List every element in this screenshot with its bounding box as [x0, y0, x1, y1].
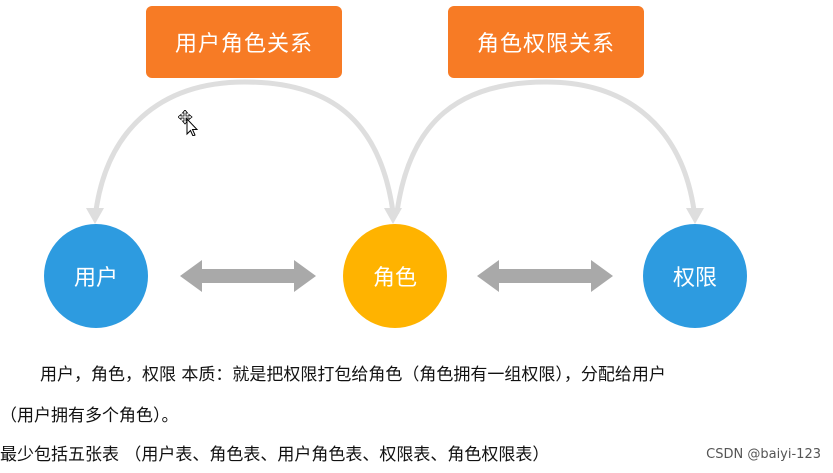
role-node-label: 角色 — [372, 266, 417, 291]
arc-head-user — [86, 208, 104, 224]
csdn-watermark: CSDN @baiyi-123 — [706, 447, 821, 462]
arc-head-permission — [686, 208, 704, 224]
role-node: 角色 — [343, 224, 447, 328]
move-cursor-icon — [178, 110, 199, 136]
arc-role-permission — [394, 79, 698, 221]
user-role-relation-box: 用户角色关系 — [146, 6, 342, 78]
permission-node: 权限 — [643, 224, 747, 328]
double-arrow-role-permission — [477, 260, 613, 292]
double-arrow-user-role — [180, 260, 316, 292]
user-node: 用户 — [44, 224, 148, 328]
role-permission-relation-label: 角色权限关系 — [476, 32, 615, 57]
user-node-label: 用户 — [73, 266, 118, 291]
user-role-relation-label: 用户角色关系 — [174, 32, 313, 57]
description-line-2: （用户拥有多个角色）。 — [0, 406, 179, 426]
arc-user-role — [92, 79, 396, 221]
description-line-3: 最少包括五张表 （用户表、角色表、用户角色表、权限表、角色权限表） — [0, 445, 550, 465]
role-permission-relation-box: 角色权限关系 — [448, 6, 644, 78]
permission-node-label: 权限 — [672, 266, 717, 291]
description-line-1: 用户，角色，权限 本质：就是把权限打包给角色（角色拥有一组权限），分配给用户 — [40, 365, 666, 385]
